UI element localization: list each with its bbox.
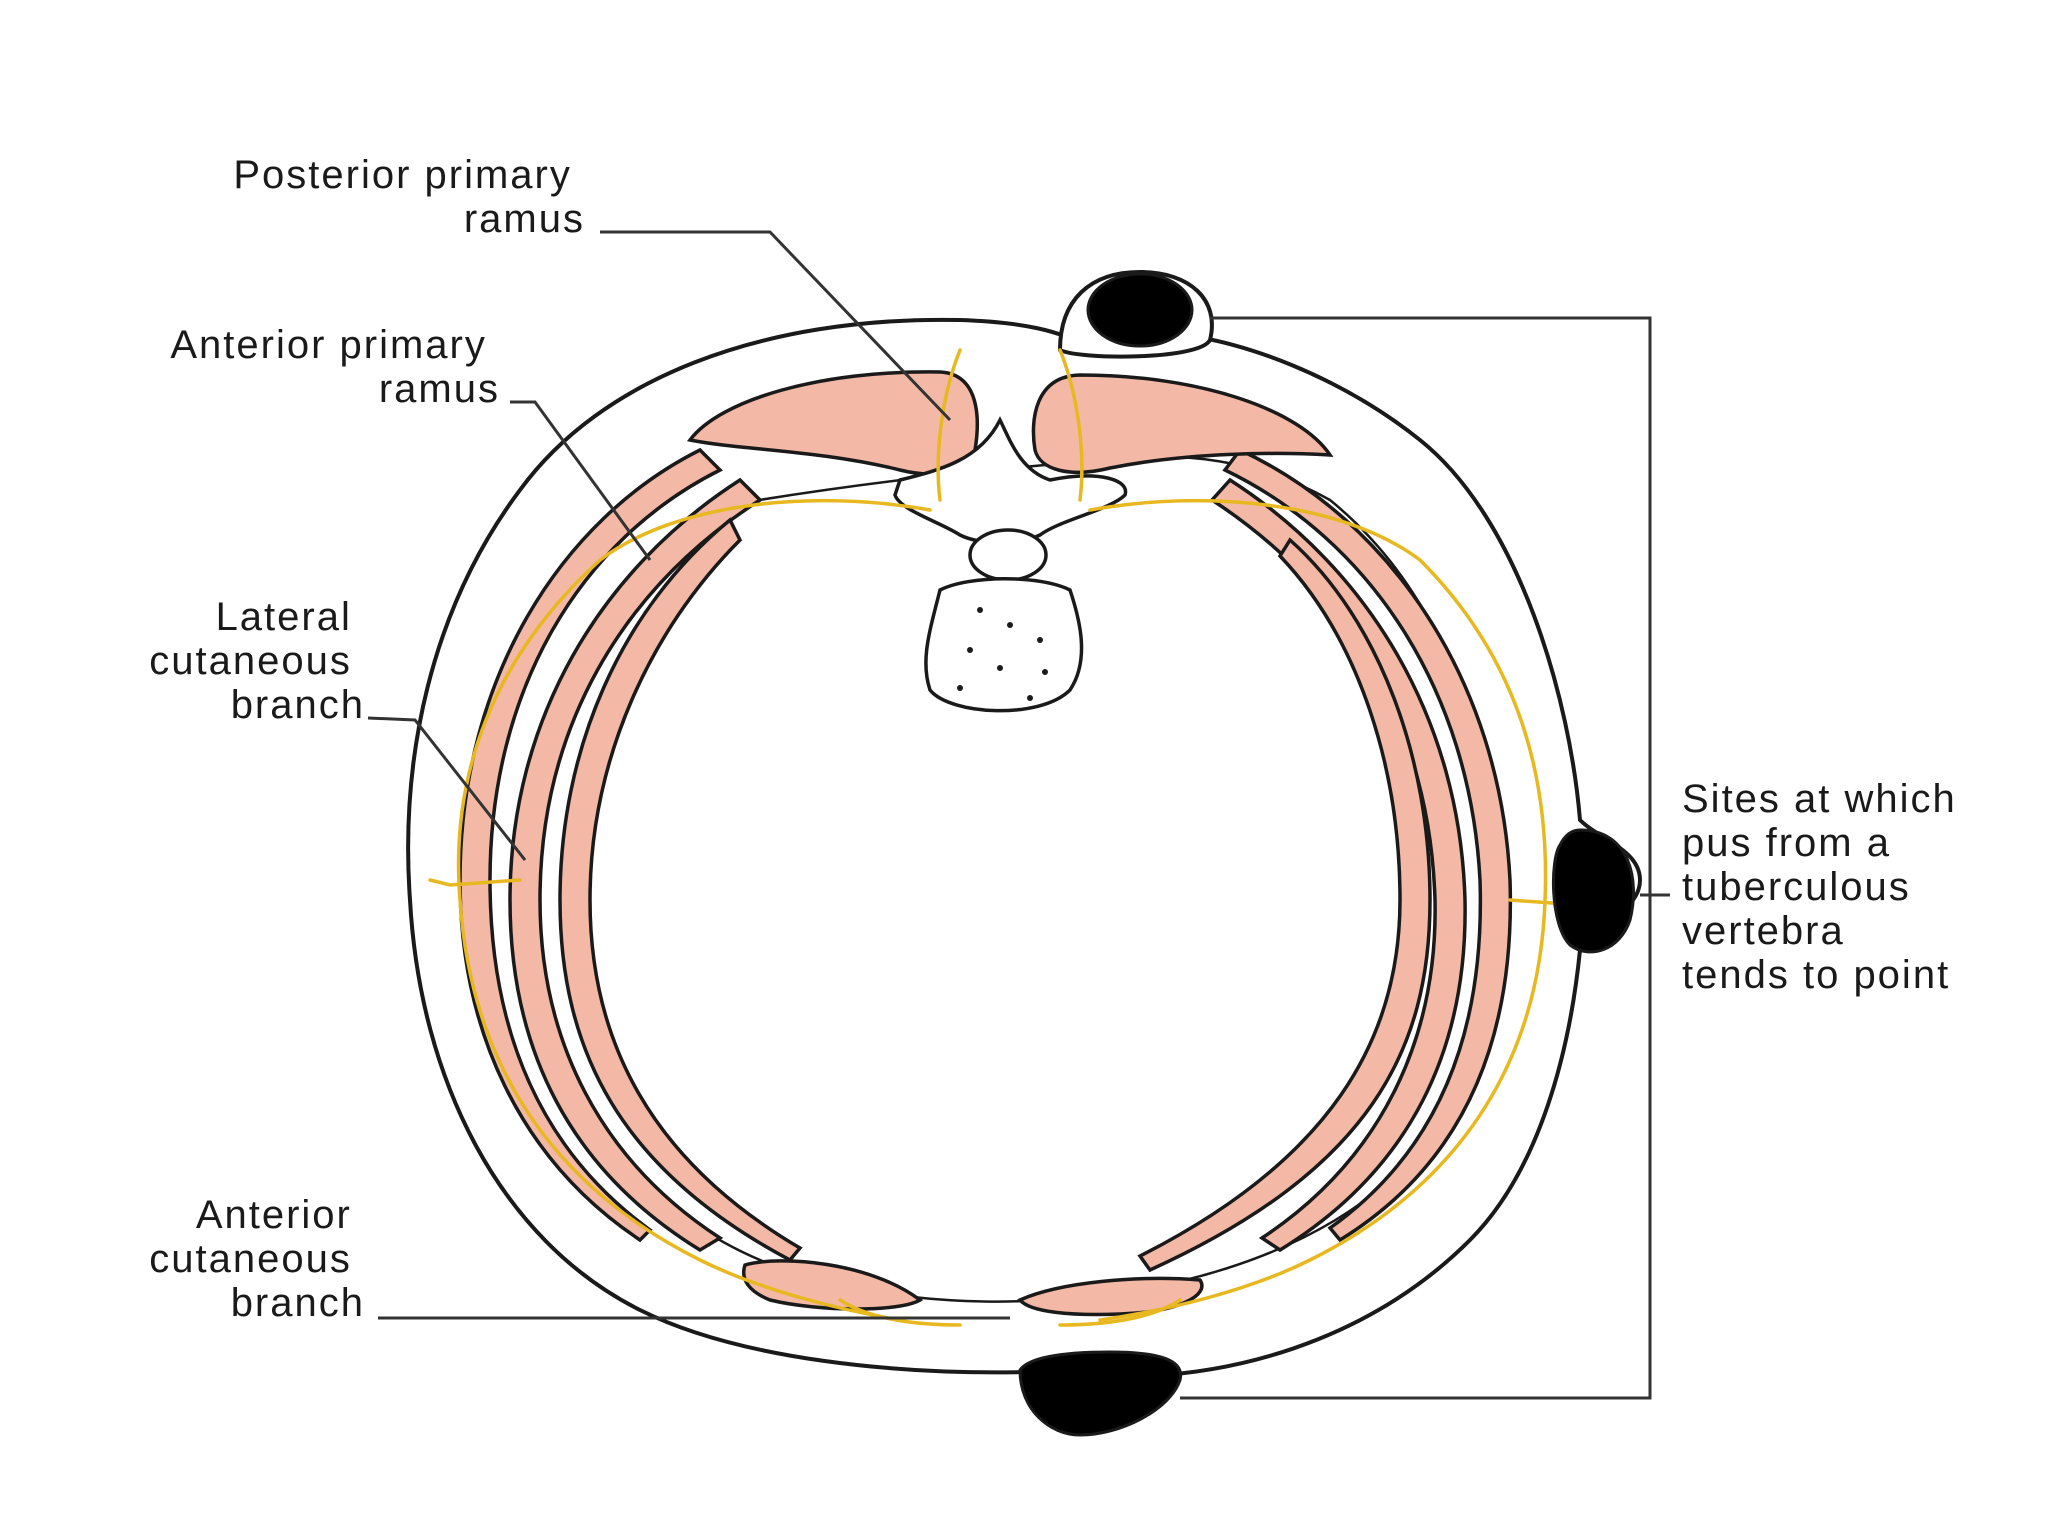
label-posterior-ramus: Posterior primary ramus bbox=[233, 153, 585, 241]
leader-lateral-branch bbox=[367, 716, 527, 861]
right-outer-muscle-band bbox=[1222, 447, 1513, 1243]
right-anterior-muscle bbox=[1017, 1276, 1204, 1317]
nerve-anterior-left bbox=[838, 1298, 962, 1327]
spinal-canal bbox=[968, 528, 1048, 582]
vertebral-arch bbox=[893, 416, 1128, 545]
vertebral-body-dot bbox=[997, 665, 1003, 671]
pus-site-posterior bbox=[1086, 272, 1194, 348]
left-anterior-muscle bbox=[742, 1259, 924, 1311]
pus-site-anterior bbox=[1018, 1350, 1183, 1437]
vertebral-body-dot bbox=[967, 647, 973, 653]
pus-sites-bracket bbox=[1180, 316, 1652, 1400]
vertebral-body-dot bbox=[957, 685, 963, 691]
left-middle-muscle-band bbox=[508, 477, 763, 1253]
label-lateral-branch: Lateral cutaneous branch bbox=[149, 595, 365, 727]
label-anterior-branch: Anterior cutaneous branch bbox=[149, 1193, 365, 1325]
left-inner-muscle-band bbox=[558, 517, 803, 1263]
right-back-muscle bbox=[1031, 373, 1334, 475]
left-back-muscle bbox=[686, 370, 980, 476]
right-inner-muscle-band bbox=[1137, 537, 1432, 1273]
nerve-left-main bbox=[456, 498, 932, 1322]
vertebral-body-dot bbox=[1027, 695, 1033, 701]
pus-site-lateral bbox=[1552, 828, 1635, 954]
vertebral-body-dot bbox=[977, 607, 983, 613]
label-pus-sites: Sites at which pus from a tuberculous ve… bbox=[1682, 777, 1970, 997]
nerve-anterior-right bbox=[1058, 1298, 1182, 1327]
nerve-posterior-right bbox=[1058, 348, 1084, 502]
vertebral-body-dot bbox=[1042, 669, 1048, 675]
vertebral-body-dot bbox=[1007, 622, 1013, 628]
leader-posterior-ramus bbox=[600, 230, 952, 422]
leader-anterior-ramus bbox=[510, 400, 652, 561]
vertebral-body-dot bbox=[1037, 637, 1043, 643]
nerve-right-main bbox=[1088, 498, 1548, 1322]
label-anterior-ramus: Anterior primary ramus bbox=[170, 323, 500, 411]
nerve-posterior-left bbox=[936, 348, 962, 502]
nerve-lateral-left bbox=[428, 878, 522, 887]
vertebral-body bbox=[924, 577, 1084, 713]
